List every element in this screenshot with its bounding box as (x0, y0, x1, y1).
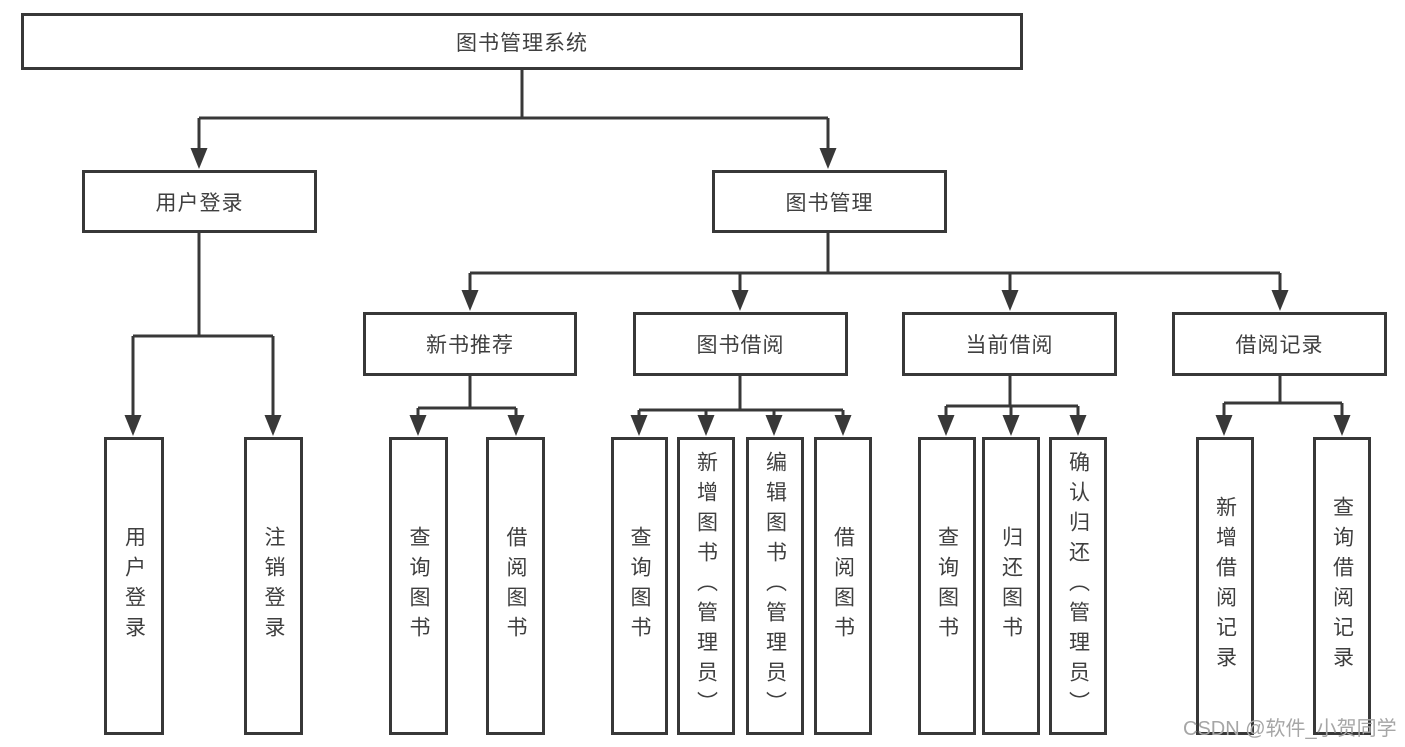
node-borrow-records: 借阅记录 (1172, 312, 1387, 376)
node-label: 确认归还（管理员） (1066, 451, 1090, 721)
node-label: 归还图书 (999, 526, 1023, 646)
node-label: 查询图书 (935, 526, 959, 646)
node-label: 图书管理系统 (456, 31, 588, 55)
node-new-book-recommend: 新书推荐 (363, 312, 577, 376)
node-label: 当前借阅 (965, 334, 1054, 357)
node-library-management-system: 图书管理系统 (21, 13, 1023, 70)
node-label: 新书推荐 (426, 334, 514, 357)
node-user-login: 用户登录 (82, 170, 317, 233)
leaf-edit-books-admin: 编辑图书（管理员） (746, 437, 804, 735)
node-label: 用户登录 (155, 191, 244, 215)
leaf-query-books-recommend: 查询图书 (389, 437, 448, 735)
node-current-borrowing: 当前借阅 (902, 312, 1117, 376)
leaf-confirm-return-admin: 确认归还（管理员） (1049, 437, 1107, 735)
node-label: 编辑图书（管理员） (763, 451, 787, 721)
node-label: 新增借阅记录 (1213, 496, 1237, 676)
leaf-query-books-borrowing: 查询图书 (611, 437, 668, 735)
node-label: 新增图书（管理员） (694, 451, 718, 721)
node-label: 图书管理 (785, 191, 874, 215)
leaf-add-books-admin: 新增图书（管理员） (677, 437, 735, 735)
leaf-logout: 注销登录 (244, 437, 303, 735)
node-label: 借阅记录 (1235, 334, 1324, 357)
leaf-return-books: 归还图书 (982, 437, 1040, 735)
node-label: 借阅图书 (831, 526, 855, 646)
leaf-query-borrow-record: 查询借阅记录 (1313, 437, 1371, 735)
leaf-borrow-books-borrowing: 借阅图书 (814, 437, 872, 735)
node-label: 图书借阅 (696, 334, 785, 357)
leaf-add-borrow-record: 新增借阅记录 (1196, 437, 1254, 735)
node-book-borrowing: 图书借阅 (633, 312, 848, 376)
leaf-query-books-current: 查询图书 (918, 437, 976, 735)
node-label: 查询借阅记录 (1330, 496, 1354, 676)
node-label: 查询图书 (407, 526, 430, 646)
leaf-user-login: 用户登录 (104, 437, 164, 735)
node-label: 用户登录 (122, 526, 146, 646)
node-book-management: 图书管理 (712, 170, 947, 233)
leaf-borrow-books-recommend: 借阅图书 (486, 437, 545, 735)
node-label: 查询图书 (628, 526, 651, 646)
node-label: 借阅图书 (504, 526, 527, 646)
node-label: 注销登录 (262, 526, 285, 646)
csdn-watermark: CSDN @软件_小贺同学 (1183, 718, 1397, 740)
